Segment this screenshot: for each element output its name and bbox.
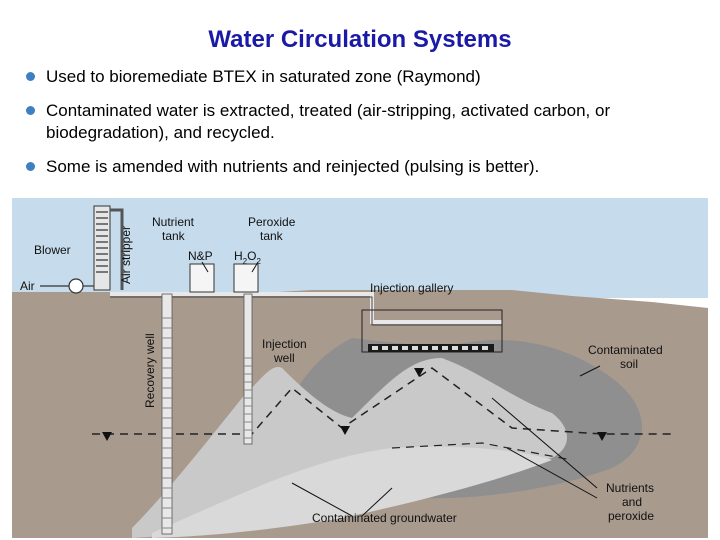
sky <box>12 198 708 298</box>
np-label: N&P <box>188 249 213 263</box>
blower-icon <box>68 278 84 294</box>
bullet-text: Used to bioremediate BTEX in saturated z… <box>46 67 481 86</box>
water-table-line <box>92 367 672 435</box>
air-stripper-packing <box>96 211 108 273</box>
plume-boundary-line <box>391 442 573 461</box>
bullet-dot-icon <box>26 106 35 115</box>
arrows <box>201 261 601 517</box>
recovery-well-label: Recovery well <box>143 333 157 408</box>
nutrient-tank-label-line1: Nutrient <box>152 215 195 229</box>
nutrient-tank <box>189 263 215 293</box>
contaminated-soil-label-line1: Contaminated <box>588 343 663 357</box>
bullet-dot-icon <box>26 162 35 171</box>
bullet-item: Contaminated water is extracted, treated… <box>24 100 704 144</box>
peroxide-tank-label-line2: tank <box>260 229 284 243</box>
blower-label: Blower <box>34 243 71 257</box>
air-label: Air <box>20 279 35 293</box>
injection-well-label-line1: Injection <box>262 337 307 351</box>
peroxide-tank-label-line1: Peroxide <box>248 215 296 229</box>
h2o2-label: H2O2 <box>234 249 261 266</box>
bullet-text: Contaminated water is extracted, treated… <box>46 101 611 142</box>
plume-lower-area <box>152 446 552 538</box>
nutrients-peroxide-label-line1: Nutrients <box>606 481 654 495</box>
injection-gallery-label: Injection gallery <box>370 281 453 295</box>
injection-well-screen <box>244 357 252 439</box>
injection-well-label-line2: well <box>273 351 295 365</box>
contaminated-soil-label-line2: soil <box>620 357 638 371</box>
water-table-marker-icon <box>414 368 424 377</box>
water-table-marker-icon <box>102 432 112 441</box>
recovery-well-screen <box>162 317 172 529</box>
contaminated-groundwater-plume <box>132 358 567 538</box>
nutrients-peroxide-label-line3: peroxide <box>608 509 654 523</box>
bullet-dot-icon <box>26 72 35 81</box>
nutrients-peroxide-label-line2: and <box>622 495 642 509</box>
water-table-marker-icon <box>340 426 350 435</box>
contaminated-groundwater-label: Contaminated groundwater <box>312 511 457 525</box>
injection-gallery-perforations <box>368 344 494 352</box>
nutrient-tank-label-line2: tank <box>162 229 186 243</box>
stripper-outlet-pipe <box>110 208 124 290</box>
recovery-well <box>161 293 173 535</box>
bullet-text: Some is amended with nutrients and reinj… <box>46 157 540 176</box>
water-table-marker-icon <box>597 432 607 441</box>
water-circulation-diagram: Blower Air Air stripper Nutrient tank N&… <box>12 198 708 538</box>
injection-well <box>243 293 253 445</box>
air-stripper-label: Air stripper <box>119 226 133 284</box>
slide-title: Water Circulation Systems <box>208 26 512 53</box>
bullet-item: Used to bioremediate BTEX in saturated z… <box>24 66 704 88</box>
main-pipe-outline <box>110 296 502 326</box>
bullet-item: Some is amended with nutrients and reinj… <box>24 156 704 178</box>
bullet-list: Used to bioremediate BTEX in saturated z… <box>24 66 704 190</box>
